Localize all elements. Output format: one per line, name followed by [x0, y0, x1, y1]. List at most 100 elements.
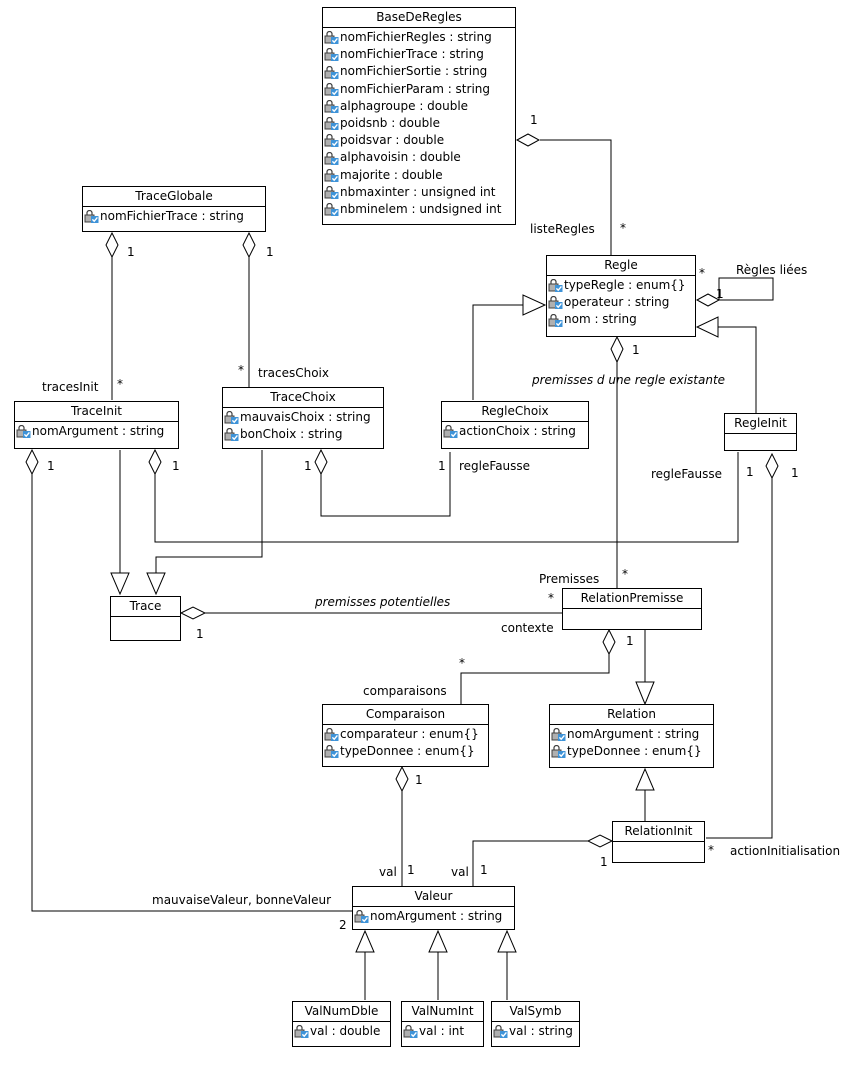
mult-val-b-one: 1 — [480, 863, 488, 877]
mult-self-one: 1 — [716, 287, 724, 301]
mult-tg-one-b: 1 — [266, 245, 274, 259]
role-premisses: Premisses — [539, 572, 600, 586]
protected-attribute-icon — [324, 134, 340, 148]
class-relation-premisse[interactable]: RelationPremisse — [562, 588, 702, 630]
mult-val-a-one: 1 — [407, 863, 415, 877]
mult-tg-one-a: 1 — [127, 245, 135, 259]
attribute-row: actionChoix : string — [443, 423, 588, 440]
mult-ti-one-right: 1 — [172, 459, 180, 473]
protected-attribute-icon — [324, 31, 340, 45]
role-traces-init: tracesInit — [42, 380, 99, 394]
attribute-row: nomFichierParam : string — [324, 81, 515, 98]
role-premisses-existante: premisses d une regle existante — [532, 373, 726, 387]
role-comparaisons: comparaisons — [363, 684, 447, 698]
class-name: RegleChoix — [442, 402, 588, 422]
attribute-row: nomArgument : string — [354, 908, 514, 925]
mult-ti-one-left: 1 — [47, 459, 55, 473]
class-name: RelationPremisse — [563, 589, 701, 609]
attribute-text: alphagroupe : double — [340, 98, 469, 113]
attribute-row: nomFichierTrace : string — [324, 46, 515, 63]
class-relation-init[interactable]: RelationInit — [612, 821, 705, 863]
role-liste-regles: listeRegles — [530, 222, 595, 236]
attribute-text: majorite : double — [340, 167, 443, 182]
attribute-text: nom : string — [564, 312, 637, 327]
attribute-row: nom : string — [548, 311, 695, 328]
protected-attribute-icon — [324, 48, 340, 62]
protected-attribute-icon — [403, 1025, 419, 1039]
role-action-initialisation: actionInitialisation — [730, 844, 841, 858]
attribute-text: poidsvar : double — [340, 133, 445, 148]
protected-attribute-icon — [324, 82, 340, 96]
attribute-list — [613, 842, 704, 844]
class-name: Comparaison — [323, 705, 488, 725]
attribute-text: alphavoisin : double — [340, 150, 461, 165]
attribute-row: nbmaxinter : unsigned int — [324, 184, 515, 201]
attribute-text: nomFichierRegles : string — [340, 30, 492, 44]
role-regle-fausse-init: regleFausse — [651, 467, 723, 481]
class-name: Valeur — [353, 887, 514, 907]
attribute-row: typeRegle : enum{} — [548, 277, 695, 294]
protected-attribute-icon — [324, 65, 340, 79]
protected-attribute-icon — [224, 428, 240, 442]
mult-tc-star: * — [238, 363, 244, 377]
attribute-row: mauvaisChoix : string — [224, 409, 383, 426]
attribute-list: val : double — [293, 1022, 390, 1041]
protected-attribute-icon — [294, 1025, 310, 1039]
protected-attribute-icon — [324, 168, 340, 182]
attribute-row: val : int — [403, 1023, 483, 1040]
attribute-row: nomFichierSortie : string — [324, 63, 515, 80]
protected-attribute-icon — [548, 296, 564, 310]
attribute-row: comparateur : enum{} — [324, 726, 488, 743]
attribute-row: val : string — [493, 1023, 579, 1040]
attribute-list: nomArgument : string — [15, 422, 178, 441]
mult-rp-one: 1 — [626, 634, 634, 648]
attribute-text: nomFichierSortie : string — [340, 64, 488, 79]
attribute-text: typeDonnee : enum{} — [567, 744, 702, 759]
class-name: ValNumInt — [402, 1002, 483, 1022]
protected-attribute-icon — [324, 185, 340, 199]
attribute-list: nomFichierRegles : string nomFichierTrace… — [323, 28, 515, 219]
class-trace[interactable]: Trace — [110, 596, 181, 641]
attribute-text: bonChoix : string — [240, 427, 343, 442]
attribute-text: nomArgument : string — [370, 909, 503, 923]
mult-tc-one: 1 — [304, 459, 312, 473]
protected-attribute-icon — [324, 117, 340, 131]
mult-ri-one-a: 1 — [746, 465, 754, 479]
class-name: RegleInit — [725, 414, 796, 434]
mult-rp-star-left: * — [548, 591, 554, 605]
mult-comp-star: * — [459, 656, 465, 670]
attribute-row: typeDonnee : enum{} — [324, 743, 488, 760]
attribute-list: actionChoix : string — [442, 422, 588, 441]
attribute-row: nomArgument : string — [16, 423, 178, 440]
mult-ti-star: * — [117, 377, 123, 391]
class-regle-init[interactable]: RegleInit — [724, 413, 797, 451]
protected-attribute-icon — [443, 425, 459, 439]
class-valeur[interactable]: Valeur nomArgument : string — [352, 886, 515, 930]
role-regle-fausse-choix: regleFausse — [459, 459, 531, 473]
attribute-row: majorite : double — [324, 167, 515, 184]
attribute-row: alphagroupe : double — [324, 98, 515, 115]
attribute-list: nomArgument : string — [353, 907, 514, 926]
attribute-row: nomFichierTrace : string — [84, 208, 265, 225]
protected-attribute-icon — [324, 203, 340, 217]
attribute-text: typeDonnee : enum{} — [340, 744, 475, 759]
attribute-row: alphavoisin : double — [324, 149, 515, 166]
attribute-text: nbmaxinter : unsigned int — [340, 184, 496, 199]
class-name: BaseDeRegles — [323, 8, 515, 28]
attribute-text: nomArgument : string — [567, 727, 700, 741]
attribute-row: operateur : string — [548, 294, 695, 311]
mult-relinit-one: 1 — [600, 855, 608, 869]
attribute-text: nomArgument : string — [32, 424, 165, 438]
